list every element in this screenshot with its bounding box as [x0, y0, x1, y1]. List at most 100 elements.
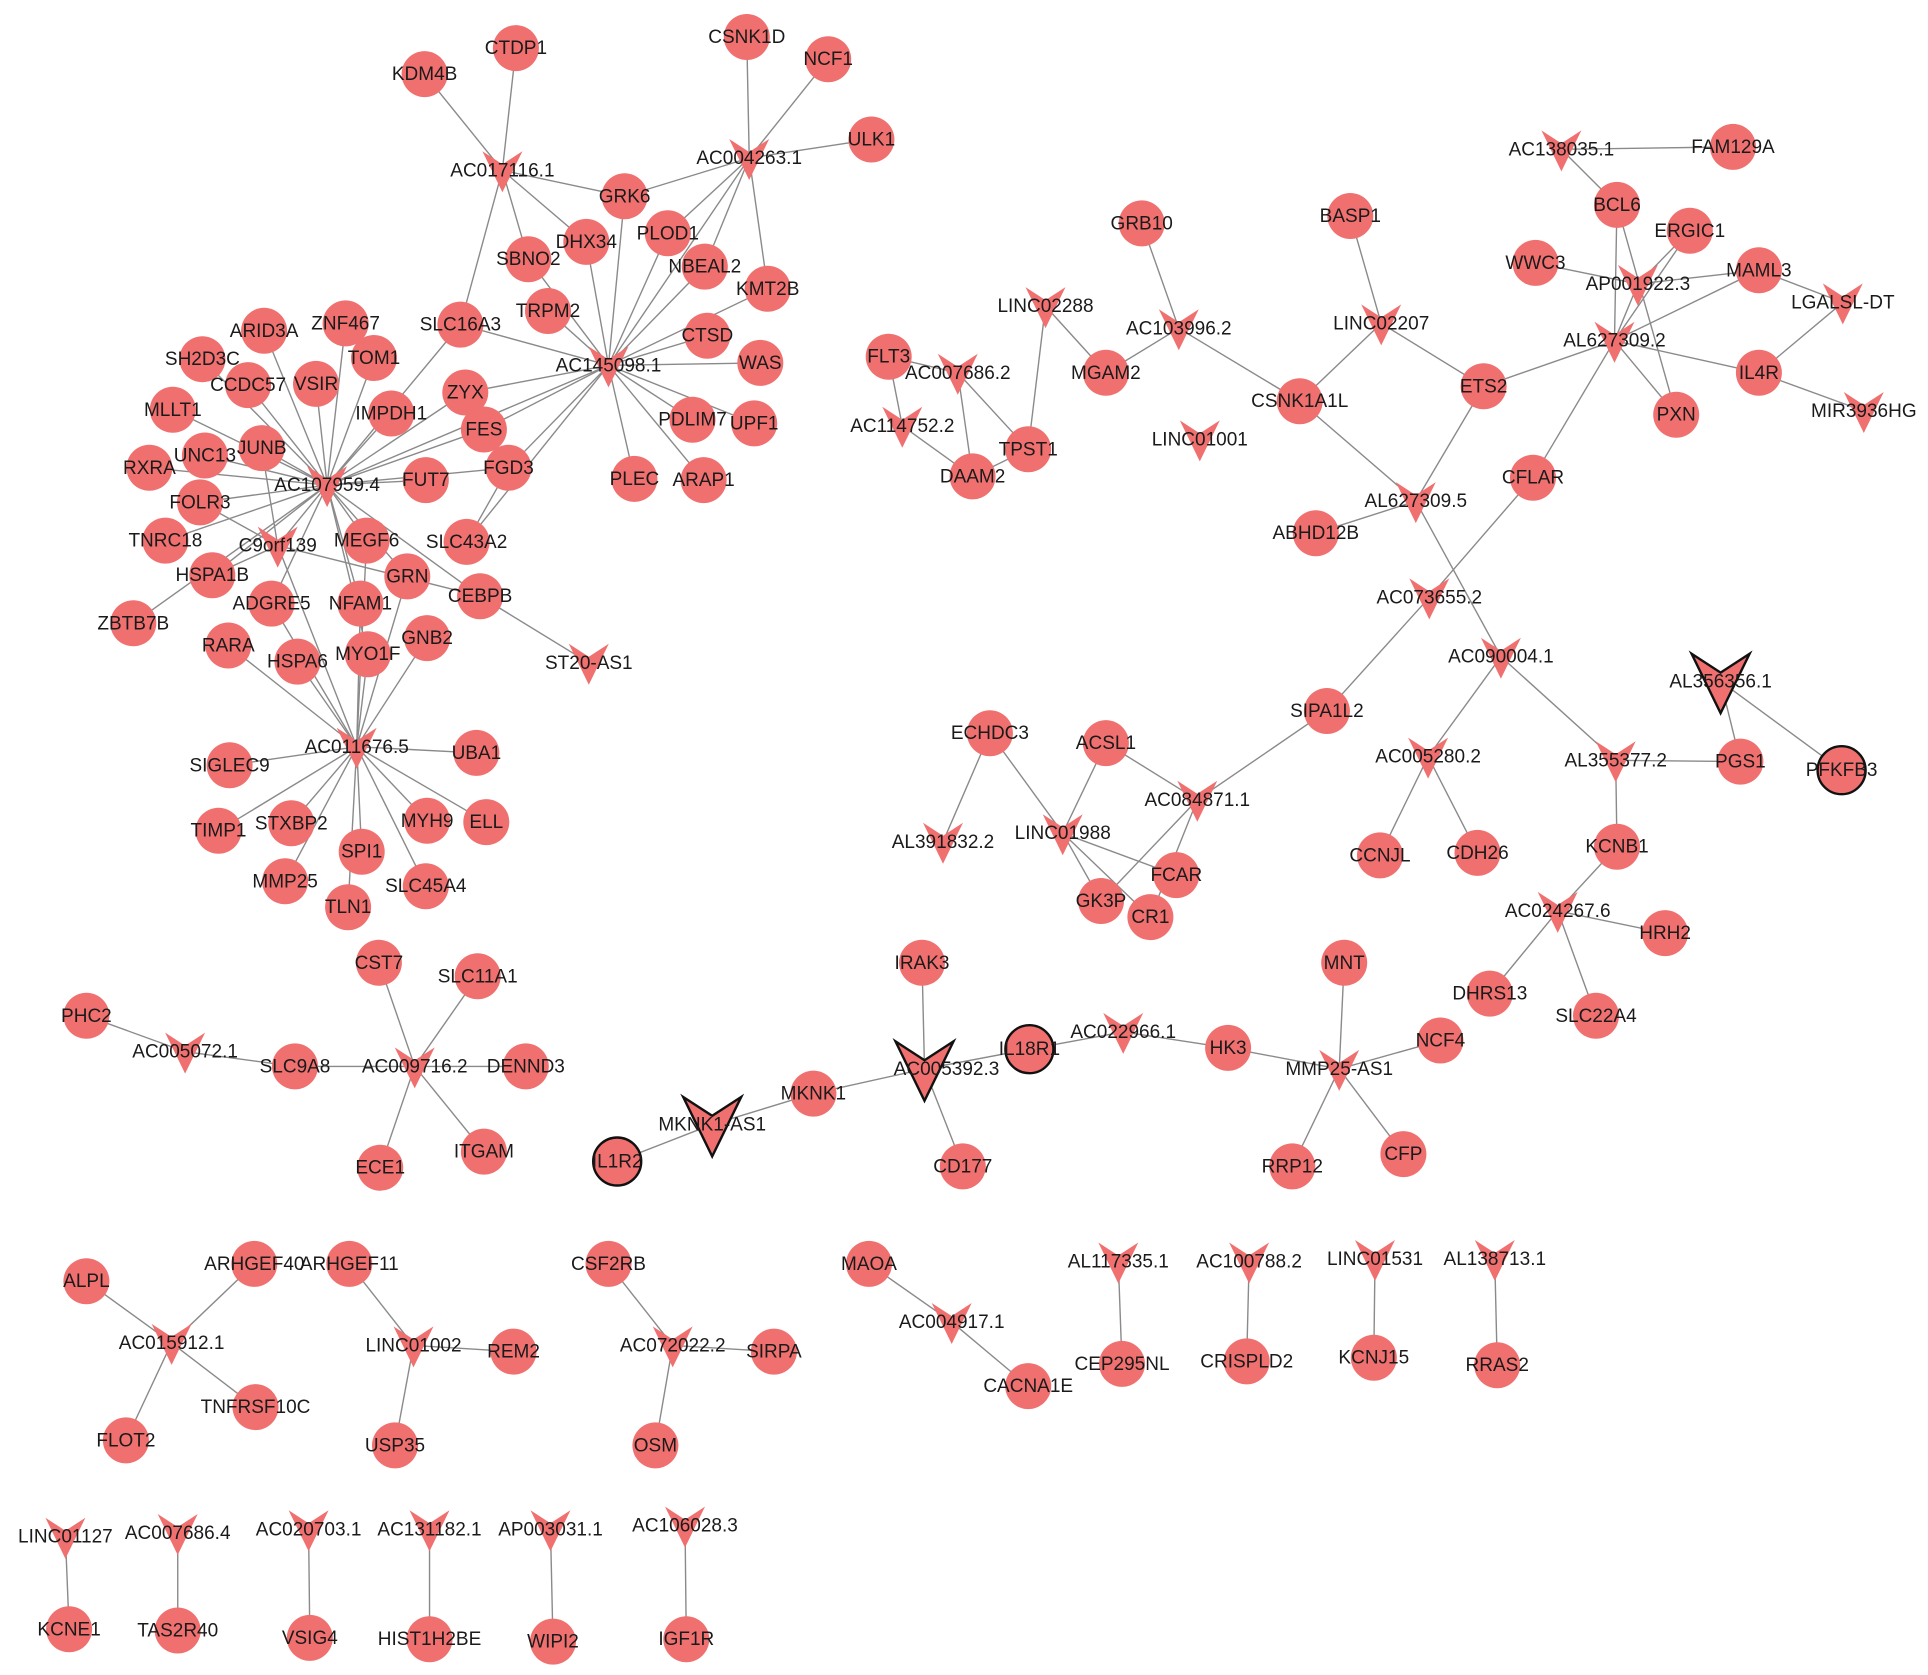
node-sbno2[interactable]: SBNO2 [496, 236, 561, 283]
node-al356356-1[interactable]: AL356356.1 [1669, 650, 1772, 716]
node-ac073655-2[interactable]: AC073655.2 [1376, 578, 1482, 620]
node-vsig4[interactable]: VSIG4 [282, 1614, 338, 1661]
node-ac017116-1[interactable]: AC017116.1 [450, 151, 555, 193]
node-ac131182-1[interactable]: AC131182.1 [377, 1510, 482, 1552]
node-linc02288[interactable]: LINC02288 [997, 287, 1094, 329]
node-gk3p[interactable]: GK3P [1076, 878, 1127, 924]
node-ac084871-1[interactable]: AC084871.1 [1144, 780, 1250, 822]
node-znf467[interactable]: ZNF467 [311, 300, 380, 347]
node-dennd3[interactable]: DENND3 [487, 1043, 565, 1090]
node-mmp25[interactable]: MMP25 [252, 858, 318, 905]
node-flt3[interactable]: FLT3 [865, 333, 912, 380]
node-hk3[interactable]: HK3 [1205, 1024, 1252, 1071]
node-fes[interactable]: FES [460, 406, 507, 453]
node-rara[interactable]: RARA [202, 622, 255, 669]
node-hspa6[interactable]: HSPA6 [267, 638, 328, 685]
node-pdlim7[interactable]: PDLIM7 [658, 396, 727, 443]
node-ac015912-1[interactable]: AC015912.1 [119, 1323, 225, 1365]
node-cd177[interactable]: CD177 [933, 1143, 992, 1190]
node-siglec9[interactable]: SIGLEC9 [189, 742, 270, 789]
node-tom1[interactable]: TOM1 [348, 335, 400, 381]
node-ap001922-3[interactable]: AP001922.3 [1586, 264, 1691, 306]
node-impdh1[interactable]: IMPDH1 [355, 390, 427, 437]
node-stxbp2[interactable]: STXBP2 [255, 800, 328, 847]
node-ac004917-1[interactable]: AC004917.1 [899, 1303, 1005, 1344]
node-slc43a2[interactable]: SLC43A2 [426, 518, 507, 565]
node-cebpb[interactable]: CEBPB [448, 573, 512, 620]
node-al391832-2[interactable]: AL391832.2 [892, 822, 995, 864]
node-ac005392-3[interactable]: AC005392.3 [892, 1037, 1000, 1104]
node-myh9[interactable]: MYH9 [401, 797, 454, 844]
node-ac022966-1[interactable]: AC022966.1 [1070, 1012, 1176, 1054]
node-rras2[interactable]: RRAS2 [1466, 1342, 1529, 1389]
node-maml3[interactable]: MAML3 [1726, 247, 1792, 294]
node-cdh26[interactable]: CDH26 [1446, 829, 1509, 876]
node-al627309-5[interactable]: AL627309.5 [1365, 482, 1468, 524]
node-ac106028-3[interactable]: AC106028.3 [632, 1506, 738, 1548]
node-grn[interactable]: GRN [384, 553, 431, 600]
node-plec[interactable]: PLEC [610, 455, 660, 502]
node-plod1[interactable]: PLOD1 [637, 210, 699, 257]
node-hist1h2be[interactable]: HIST1H2BE [378, 1616, 481, 1663]
node-alpl[interactable]: ALPL [63, 1258, 110, 1305]
node-ac009716-2[interactable]: AC009716.2 [362, 1047, 468, 1089]
node-ell[interactable]: ELL [463, 799, 510, 846]
node-arhgef40[interactable]: ARHGEF40 [204, 1240, 304, 1287]
node-ac100788-2[interactable]: AC100788.2 [1196, 1242, 1302, 1284]
node-ac005280-2[interactable]: AC005280.2 [1375, 737, 1481, 779]
node-ccdc57[interactable]: CCDC57 [210, 362, 286, 409]
node-basp1[interactable]: BASP1 [1320, 193, 1381, 239]
node-arap1[interactable]: ARAP1 [672, 457, 735, 504]
node-linc01127[interactable]: LINC01127 [18, 1517, 113, 1559]
node-usp35[interactable]: USP35 [365, 1422, 425, 1469]
node-unc13[interactable]: UNC13 [174, 432, 236, 479]
node-cep295nl[interactable]: CEP295NL [1074, 1340, 1170, 1387]
node-tnrc18[interactable]: TNRC18 [128, 517, 202, 564]
node-mknk1-as1[interactable]: MKNK1-AS1 [658, 1093, 766, 1160]
node-wipi2[interactable]: WIPI2 [527, 1618, 579, 1665]
node-irak3[interactable]: IRAK3 [895, 939, 950, 986]
node-st20-as1[interactable]: ST20-AS1 [545, 643, 633, 685]
node-mir3936hg[interactable]: MIR3936HG [1811, 392, 1917, 433]
node-kcnj15[interactable]: KCNJ15 [1338, 1334, 1409, 1381]
node-linc01531[interactable]: LINC01531 [1327, 1240, 1423, 1281]
node-ulk1[interactable]: ULK1 [848, 116, 896, 163]
node-rrp12[interactable]: RRP12 [1262, 1143, 1323, 1190]
node-pfkfb3[interactable]: PFKFB3 [1806, 745, 1878, 796]
node-grk6[interactable]: GRK6 [599, 173, 651, 220]
node-ac103996-2[interactable]: AC103996.2 [1126, 309, 1232, 351]
node-mmp25-as1[interactable]: MMP25-AS1 [1285, 1049, 1393, 1091]
node-zbtb7b[interactable]: ZBTB7B [97, 600, 169, 647]
node-ac107959-4[interactable]: AC107959.4 [274, 466, 380, 508]
node-ac020703-1[interactable]: AC020703.1 [256, 1510, 362, 1552]
node-fgd3[interactable]: FGD3 [483, 444, 534, 491]
node-tas2r40[interactable]: TAS2R40 [137, 1607, 218, 1654]
node-ac090004-1[interactable]: AC090004.1 [1448, 637, 1554, 679]
node-csnk1a1l[interactable]: CSNK1A1L [1251, 378, 1348, 425]
node-ac138035-1[interactable]: AC138035.1 [1509, 130, 1615, 172]
node-al627309-2[interactable]: AL627309.2 [1563, 321, 1666, 363]
node-megf6[interactable]: MEGF6 [334, 517, 399, 564]
node-vsir[interactable]: VSIR [293, 360, 339, 407]
node-al355377-2[interactable]: AL355377.2 [1564, 741, 1667, 783]
node-ets2[interactable]: ETS2 [1460, 363, 1508, 410]
node-nfam1[interactable]: NFAM1 [329, 580, 392, 627]
node-ac011676-5[interactable]: AC011676.5 [305, 727, 409, 769]
node-flot2[interactable]: FLOT2 [96, 1417, 155, 1464]
node-pgs1[interactable]: PGS1 [1715, 738, 1766, 785]
node-linc01988[interactable]: LINC01988 [1015, 814, 1111, 856]
node-ap003031-1[interactable]: AP003031.1 [498, 1510, 603, 1552]
node-itgam[interactable]: ITGAM [454, 1128, 514, 1175]
node-csnk1d[interactable]: CSNK1D [708, 14, 785, 60]
node-daam2[interactable]: DAAM2 [940, 453, 1005, 500]
node-kcne1[interactable]: KCNE1 [37, 1606, 101, 1653]
node-ac004263-1[interactable]: AC004263.1 [696, 139, 802, 180]
node-il18r1[interactable]: IL18R1 [999, 1023, 1060, 1075]
node-myo1f[interactable]: MYO1F [335, 631, 401, 678]
node-hspa1b[interactable]: HSPA1B [176, 552, 250, 599]
node-ac145098-1[interactable]: AC145098.1 [556, 346, 662, 388]
node-echdc3[interactable]: ECHDC3 [951, 710, 1029, 757]
node-slc16a3[interactable]: SLC16A3 [420, 301, 501, 348]
node-dhx34[interactable]: DHX34 [556, 218, 618, 265]
node-sirpa[interactable]: SIRPA [746, 1328, 802, 1375]
